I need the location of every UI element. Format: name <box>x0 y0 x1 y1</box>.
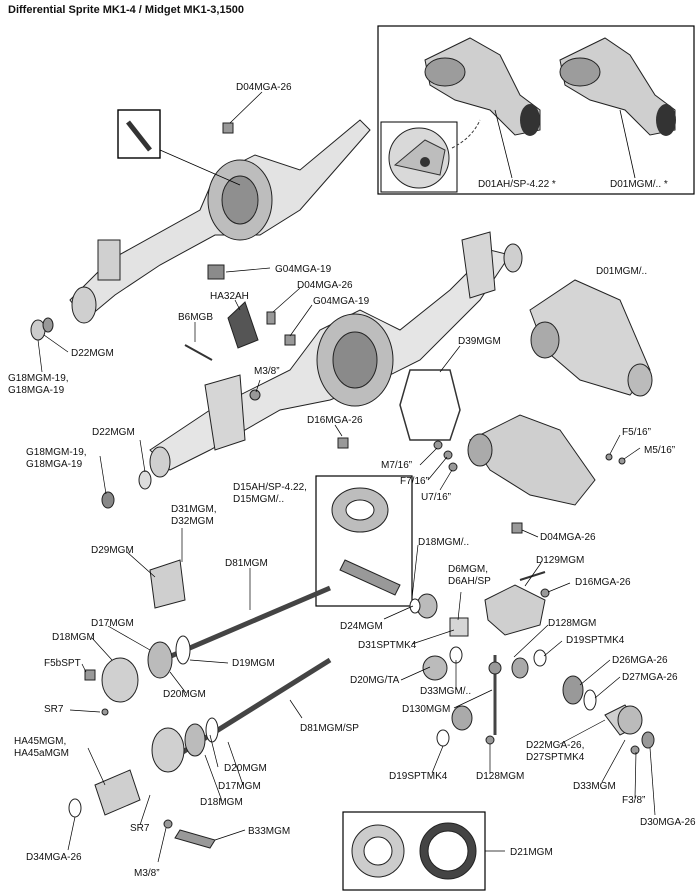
label-f7-16: F7/16” <box>400 476 429 487</box>
label-d19sptmk4-b: D19SPTMK4 <box>389 771 448 782</box>
diff-carrier <box>529 279 653 397</box>
label-m7-16: M7/16” <box>381 460 412 471</box>
label-d128mgm-a: D128MGM <box>548 618 596 629</box>
small-parts-upper <box>30 264 349 509</box>
label-ha45-1: HA45MGM, <box>14 736 66 747</box>
label-d15-1: D15AH/SP-4.22, <box>233 482 307 493</box>
label-d18mgm-b: D18MGM <box>52 632 95 643</box>
axle-housing-main <box>149 231 523 478</box>
label-g18-b2: G18MGA-19 <box>26 459 83 470</box>
label-d39mgm: D39MGM <box>458 336 501 347</box>
diagram-title: Differential Sprite MK1-4 / Midget MK1-3… <box>8 4 244 16</box>
bearing-box <box>342 811 486 891</box>
label-d01ah-sp: D01AH/SP-4.22 * <box>478 179 556 190</box>
label-d24mgm: D24MGM <box>340 621 383 632</box>
label-d26mga-26: D26MGA-26 <box>612 655 668 666</box>
label-ha45-2: HA45aMGM <box>14 748 69 759</box>
label-d22mga-26-2: D27SPTMK4 <box>526 752 585 763</box>
label-d30mga-26: D30MGA-26 <box>640 817 696 828</box>
part-labels: D04MGA-26 D01AH/SP-4.22 * D01MGM/.. * D0… <box>8 82 696 879</box>
label-d22mga-26-1: D22MGA-26, <box>526 740 584 751</box>
label-d130mgm: D130MGM <box>402 704 450 715</box>
label-d04mga-26-c: D04MGA-26 <box>540 532 596 543</box>
label-d20mg-ta: D20MG/TA <box>350 675 400 686</box>
label-f3-8: F3/8” <box>622 795 645 806</box>
label-sr7-b: SR7 <box>130 823 150 834</box>
crownwheel-pinion-box <box>315 475 413 607</box>
label-d15-2: D15MGM/.. <box>233 494 284 505</box>
label-f5bspt: F5bSPT <box>44 658 81 669</box>
label-d22mgm-a: D22MGM <box>71 348 114 359</box>
label-b6mgb: B6MGB <box>178 312 213 323</box>
label-d17mgm-a: D17MGM <box>91 618 134 629</box>
label-d128mgm-b: D128MGM <box>476 771 524 782</box>
label-d22mgm-b: D22MGM <box>92 427 135 438</box>
label-d20mgm-b: D20MGM <box>224 763 267 774</box>
label-d27mga-26: D27MGA-26 <box>622 672 678 683</box>
label-d81mgm-sp: D81MGM/SP <box>300 723 359 734</box>
label-u7-16: U7/16” <box>421 492 451 503</box>
label-sr7-a: SR7 <box>44 704 64 715</box>
label-m5-16: M5/16” <box>644 445 675 456</box>
label-d01mgm-inset: D01MGM/.. * <box>610 179 668 190</box>
label-b33mgm: B33MGM <box>248 826 290 837</box>
label-g04mga-19-b: G04MGA-19 <box>313 296 370 307</box>
half-shafts <box>68 559 332 849</box>
axle-housing-upper <box>69 109 371 324</box>
label-m3-8-b: M3/8” <box>134 868 160 879</box>
label-d01mgm: D01MGM/.. <box>596 266 647 277</box>
label-d31sptmk4: D31SPTMK4 <box>358 640 417 651</box>
label-d18mgm-a: D18MGM/.. <box>418 537 469 548</box>
label-d19mgm: D19MGM <box>232 658 275 669</box>
inset-box <box>377 25 695 195</box>
label-d129mgm: D129MGM <box>536 555 584 566</box>
label-g18-b1: G18MGM-19, <box>26 447 87 458</box>
label-d6-1: D6MGM, <box>448 564 488 575</box>
label-d04mga-26-top: D04MGA-26 <box>236 82 292 93</box>
label-g18-a1: G18MGM-19, <box>8 373 69 384</box>
label-d04mga-26-b: D04MGA-26 <box>297 280 353 291</box>
label-d16mga-26-b: D16MGA-26 <box>575 577 631 588</box>
label-g18-a2: G18MGA-19 <box>8 385 65 396</box>
label-d29mgm: D29MGM <box>91 545 134 556</box>
label-d21mgm: D21MGM <box>510 847 553 858</box>
label-d31-2: D32MGM <box>171 516 214 527</box>
label-d33mgm-a: D33MGM/.. <box>420 686 471 697</box>
leader-lines <box>37 91 656 863</box>
label-d20mgm-a: D20MGM <box>163 689 206 700</box>
label-d6-2: D6AH/SP <box>448 576 491 587</box>
gasket-d39 <box>399 369 461 441</box>
label-d17mgm-b: D17MGM <box>218 781 261 792</box>
label-d81mgm: D81MGM <box>225 558 268 569</box>
label-g04mga-19-a: G04MGA-19 <box>275 264 332 275</box>
label-ha32ah: HA32AH <box>210 291 249 302</box>
label-d19sptmk4-a: D19SPTMK4 <box>566 635 625 646</box>
label-m3-8-a: M3/8” <box>254 366 280 377</box>
label-d34mga-26: D34MGA-26 <box>26 852 82 863</box>
label-d18mgm-c: D18MGM <box>200 797 243 808</box>
label-d31-1: D31MGM, <box>171 504 217 515</box>
label-d33mgm-b: D33MGM <box>573 781 616 792</box>
label-f5-16: F5/16” <box>622 427 651 438</box>
label-d16mga-26-a: D16MGA-26 <box>307 415 363 426</box>
diff-carrier-2 <box>433 414 626 534</box>
